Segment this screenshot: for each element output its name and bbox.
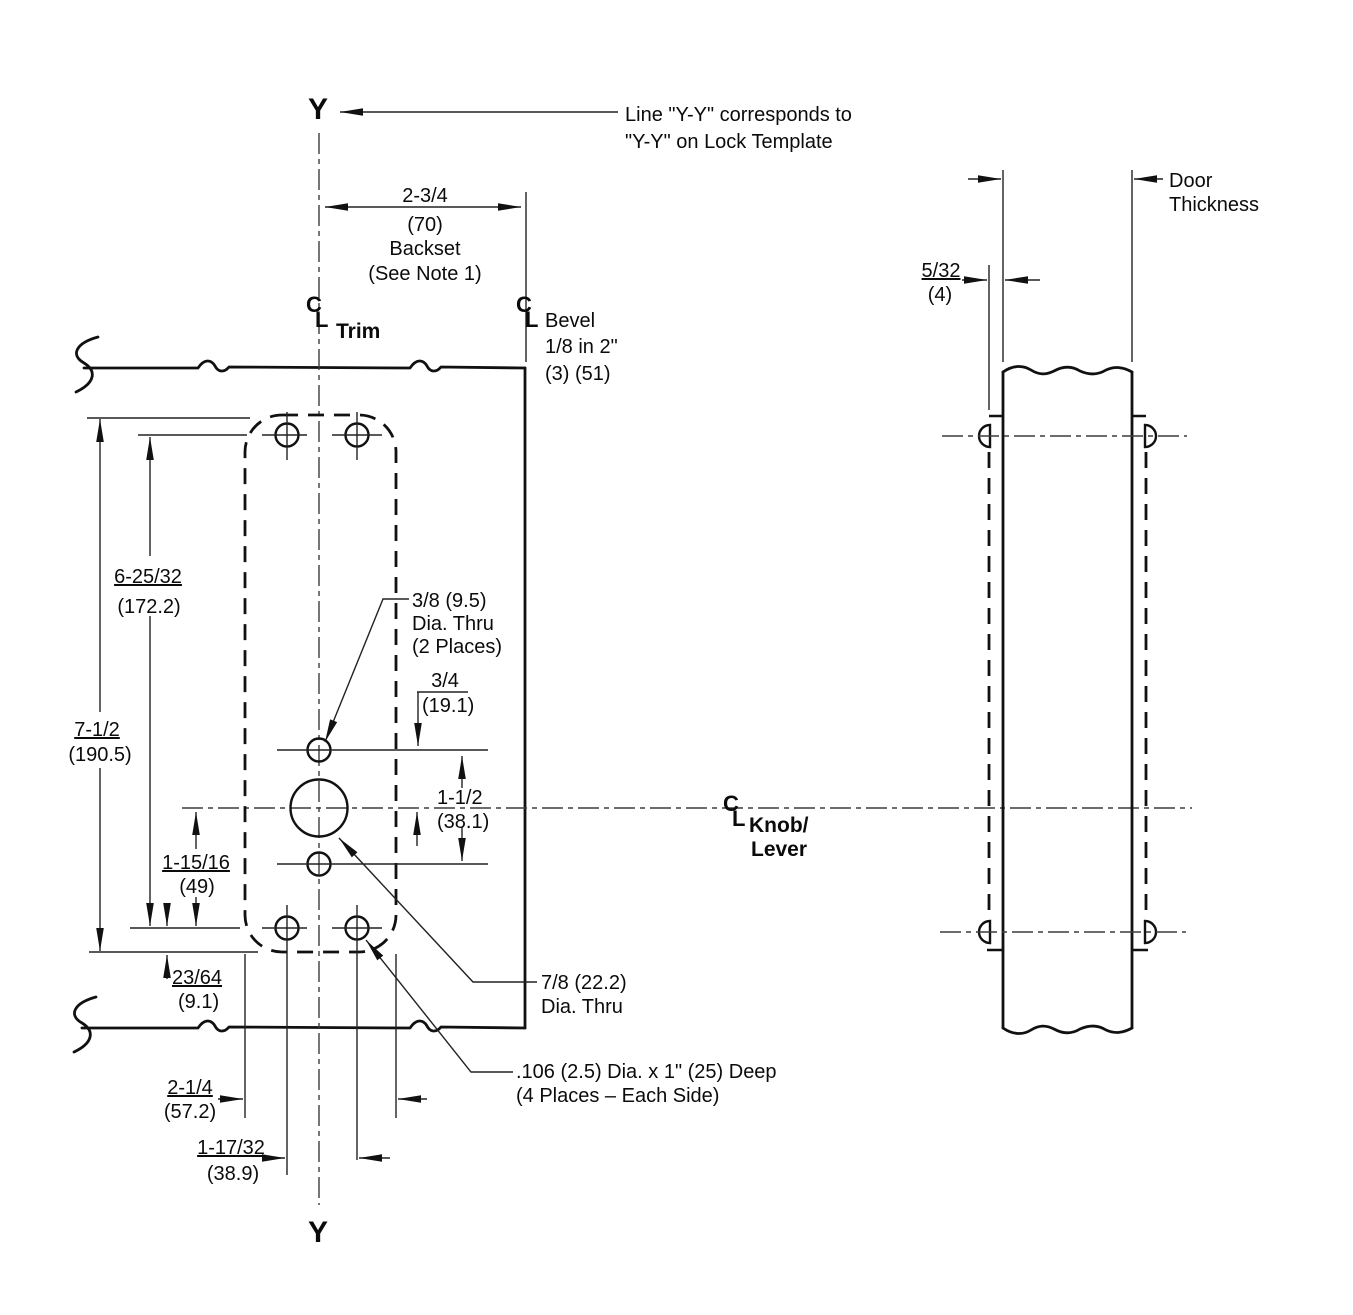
knob-cl-l: L (732, 806, 745, 831)
y-axis-top-label: Y (308, 93, 328, 126)
knob-hole-7-8 (289, 778, 349, 838)
trim-cl-c: C (306, 292, 322, 317)
door-thickness-label-2: Thickness (1169, 194, 1259, 216)
dim-1-1-2-mm: (38.1) (437, 811, 489, 833)
trim-edge-outline (977, 414, 1158, 952)
dim-3-4-inches: 3/4 (431, 670, 459, 692)
callout-7-8-line1: 7/8 (22.2) (541, 972, 627, 994)
backset-label: Backset (389, 238, 461, 260)
y-axis-bottom-label: Y (308, 1216, 328, 1249)
centerlines-front (182, 133, 1192, 1205)
door-thickness-label-1: Door (1169, 170, 1213, 192)
bevel-label-2: 1/8 in 2" (545, 336, 618, 358)
callout-7-8-line2: Dia. Thru (541, 996, 623, 1018)
backset-mm: (70) (407, 214, 443, 236)
dimension-lines-front (96, 203, 521, 1162)
hole-3-8-leader (324, 598, 409, 743)
callout-106-line2: (4 Places – Each Side) (516, 1085, 719, 1107)
dim-7-1-2-inches: 7-1/2 (74, 719, 120, 741)
hole-106-leader (365, 939, 513, 1073)
labels: Y Line "Y-Y" corresponds to "Y-Y" on Loc… (68, 93, 1259, 1249)
centerlines-edge (940, 435, 1187, 933)
post-hole-top-right-edge (1143, 423, 1158, 449)
trim-outline (243, 413, 398, 954)
callout-3-8-line3: (2 Places) (412, 636, 502, 658)
dim-3-4-mm: (19.1) (422, 695, 474, 717)
dim-1-17-32-inches: 1-17/32 (197, 1137, 265, 1159)
knob-cl-label-1: Knob/ (749, 814, 809, 837)
bevel-cl-c: C (516, 292, 532, 317)
dim-6-25-32-mm: (172.2) (117, 596, 180, 618)
backset-note: (See Note 1) (368, 263, 481, 285)
front-view (72, 108, 1192, 1205)
post-hole-bottom-right-edge (1143, 919, 1158, 945)
yy-note-line1: Line "Y-Y" corresponds to (625, 104, 852, 126)
dim-6-25-32-inches: 6-25/32 (114, 566, 182, 588)
extension-lines-front (87, 192, 527, 1175)
callout-3-8-line1: 3/8 (9.5) (412, 590, 486, 612)
hole-7-8-leader (338, 837, 537, 983)
dim-2-1-4-mm: (57.2) (164, 1101, 216, 1123)
dim-5-32-mm: (4) (928, 284, 952, 306)
door-outline-edge (1001, 365, 1134, 1035)
side-view (940, 170, 1187, 1035)
trim-cl-label: Trim (336, 320, 380, 343)
dim-1-15-16-mm: (49) (179, 876, 215, 898)
trim-cl-l: L (315, 307, 328, 332)
knob-cl-c: C (723, 791, 739, 816)
dim-7-1-2-mm: (190.5) (68, 744, 131, 766)
dim-23-64-mm: (9.1) (178, 991, 219, 1013)
knob-cl-label-2: Lever (751, 838, 807, 861)
dim-1-15-16-inches: 1-15/16 (162, 852, 230, 874)
bevel-label-1: Bevel (545, 310, 595, 332)
leader-lines-front (324, 108, 618, 1073)
backset-inches: 2-3/4 (402, 185, 448, 207)
bevel-label-3: (3) (51) (545, 363, 611, 385)
dim-1-1-2-inches: 1-1/2 (437, 787, 483, 809)
callout-3-8-line2: Dia. Thru (412, 613, 494, 635)
dimension-lines-edge (962, 170, 1163, 410)
dim-23-64-inches: 23/64 (172, 967, 222, 989)
yy-note-line2: "Y-Y" on Lock Template (625, 131, 833, 153)
post-hole-top-left-edge (977, 423, 992, 449)
bevel-cl-l: L (525, 307, 538, 332)
dim-2-1-4-inches: 2-1/4 (167, 1077, 213, 1099)
post-hole-bottom-left-edge (977, 919, 992, 945)
dim-5-32-inches: 5/32 (922, 260, 961, 282)
callout-106-line1: .106 (2.5) Dia. x 1" (25) Deep (516, 1061, 777, 1083)
dim-1-17-32-mm: (38.9) (207, 1163, 259, 1185)
